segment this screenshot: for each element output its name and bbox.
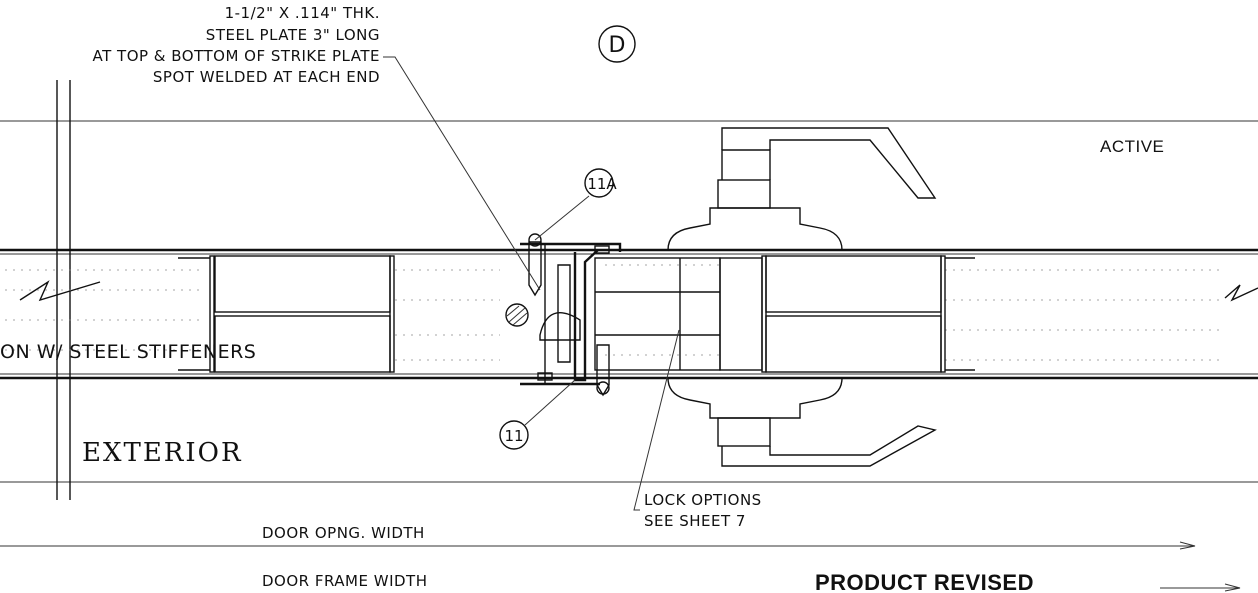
- leader-lines: [383, 56, 680, 511]
- active-label: ACTIVE: [1100, 137, 1164, 156]
- dimension-lines: [0, 541, 1241, 592]
- lever-handle-bottom: [667, 377, 937, 467]
- door-opening-width-dim: DOOR OPNG. WIDTH: [262, 524, 425, 542]
- door-frame-width-dim: DOOR FRAME WIDTH: [262, 572, 428, 590]
- product-revised-stamp: PRODUCT REVISED: [815, 570, 1034, 593]
- wall-break-symbol: [19, 80, 1258, 500]
- lever-handle-top: [667, 127, 937, 251]
- frame-lines: [0, 120, 1258, 483]
- plate-note-line-2: STEEL PLATE 3" LONG: [206, 26, 380, 44]
- lock-note-line-1: LOCK OPTIONS: [644, 491, 762, 509]
- core-insulation: [5, 264, 1220, 361]
- plate-note-line-1: 1-1/2" X .114" THK.: [225, 4, 380, 22]
- steel-stiffeners-right: [761, 255, 975, 373]
- callout-11: 11: [504, 427, 523, 445]
- construction-label: ON W/ STEEL STIFFENERS: [0, 341, 256, 363]
- lock-body: [594, 257, 763, 371]
- lock-note-line-2: SEE SHEET 7: [644, 512, 746, 530]
- detail-marker: D: [609, 33, 626, 58]
- strike-plate-assembly: [505, 233, 622, 397]
- plate-note-line-3: AT TOP & BOTTOM OF STRIKE PLATE: [93, 47, 381, 65]
- plate-note-line-4: SPOT WELDED AT EACH END: [153, 68, 380, 86]
- exterior-label: EXTERIOR: [82, 438, 243, 468]
- steel-stiffeners-left: [178, 255, 395, 373]
- callout-11a: 11A: [587, 175, 617, 193]
- callout-bubbles: [499, 25, 636, 450]
